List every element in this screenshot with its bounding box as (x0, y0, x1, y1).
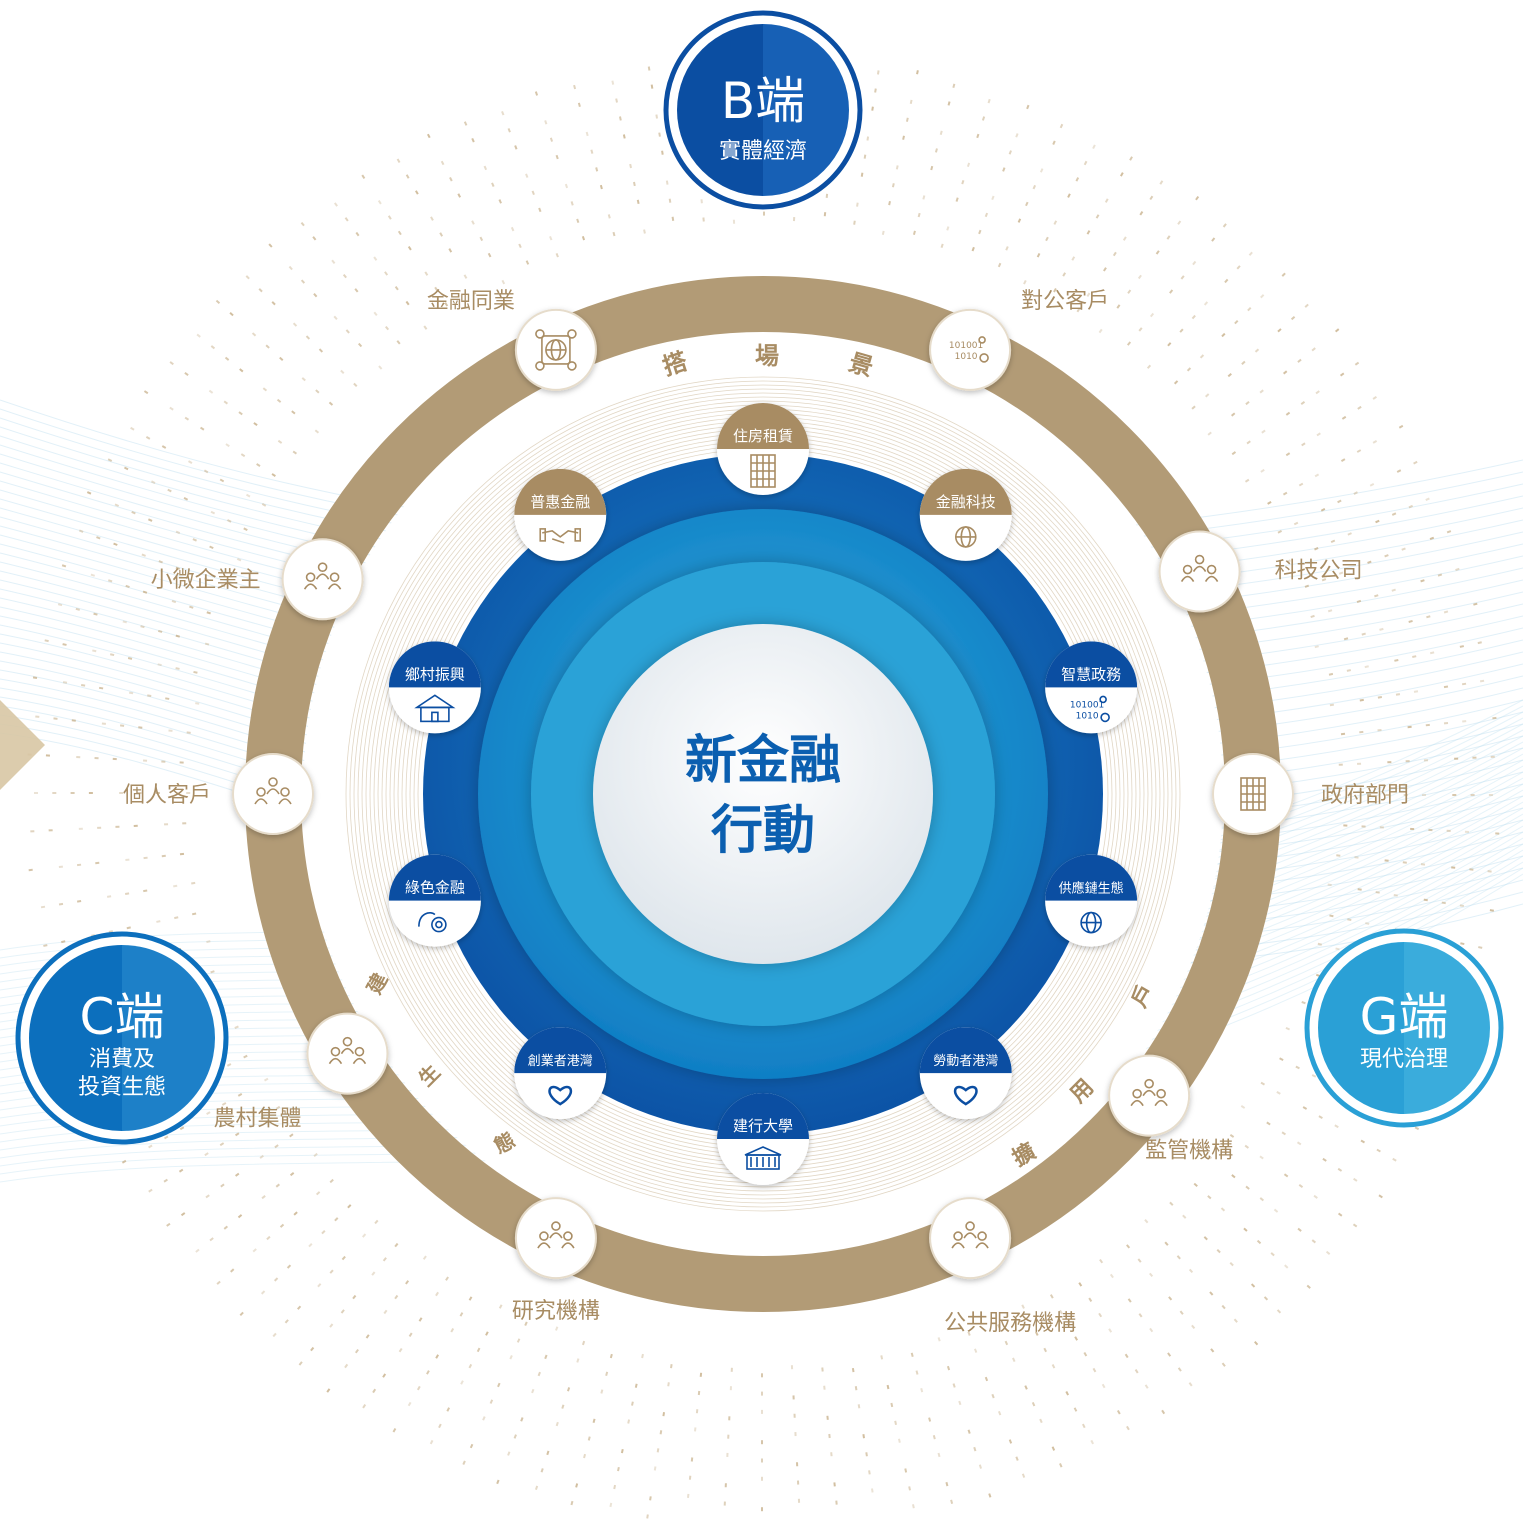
research-meeting-icon (537, 1221, 575, 1249)
inner-node[interactable]: 金融科技 (919, 468, 1012, 561)
heart-hands-icon (548, 1085, 573, 1106)
outer-node-label: 小微企業主 (151, 568, 261, 593)
b-end-title: B端 (721, 72, 805, 130)
outer-node[interactable]: 金融同業 (427, 289, 597, 391)
outer-node-circle (514, 1197, 597, 1280)
outer-node-circle (1158, 530, 1241, 613)
outer-node-circle (929, 308, 1012, 391)
center-disk (593, 624, 933, 964)
tech-presentation-icon (1180, 554, 1219, 582)
inner-node-label: 鄉村振興 (405, 665, 465, 683)
outer-node-circle (929, 1197, 1012, 1280)
outer-node-label: 農村集體 (213, 1107, 301, 1132)
svg-text:1010: 1010 (1076, 711, 1099, 721)
outer-node[interactable]: 政府部門 (1212, 753, 1409, 835)
globe-icon (954, 526, 977, 548)
inner-node[interactable]: 創業者港灣 (514, 1027, 607, 1120)
outer-node-label: 對公客戶 (1021, 289, 1109, 314)
outer-node[interactable]: 小微企業主 (151, 538, 364, 621)
inner-node[interactable]: 鄉村振興 (388, 641, 481, 734)
svg-text:101001: 101001 (1070, 700, 1104, 710)
service-people-icon (951, 1221, 989, 1249)
outer-node[interactable]: 研究機構 (512, 1197, 600, 1324)
inner-node-label: 住房租賃 (733, 427, 793, 445)
outer-node[interactable]: 科技公司 (1158, 530, 1363, 613)
outer-node-label: 個人客戶 (123, 783, 211, 808)
eco-gear-icon (418, 912, 447, 933)
outer-node-label: 金融同業 (427, 289, 515, 314)
b-end-badge[interactable]: B端 實體經濟 (663, 10, 863, 210)
inner-node[interactable]: 綠色金融 (388, 854, 481, 947)
apartment-icon (750, 454, 776, 488)
center-title-line2: 行動 (711, 801, 815, 861)
building-icon (1240, 777, 1266, 811)
b-end-subtitle: 實體經濟 (719, 139, 807, 164)
inner-node-label: 建行大學 (733, 1117, 793, 1135)
inner-node-label: 綠色金融 (405, 879, 465, 897)
inner-node-label: 供應鏈生態 (1059, 881, 1124, 897)
people-network-icon (1130, 1078, 1168, 1107)
g-end-subtitle: 現代治理 (1360, 1047, 1448, 1072)
outer-node-group: 金融同業1010011010對公客戶科技公司政府部門監管機構公共服務機構研究機構… (123, 289, 1409, 1336)
small-business-icon (303, 562, 342, 590)
globe-network-icon (535, 329, 577, 371)
inner-node[interactable]: 普惠金融 (514, 468, 607, 561)
village-house-icon (414, 694, 456, 723)
outer-node-circle (232, 753, 314, 835)
left-arrow-decoration (0, 700, 45, 790)
inner-node[interactable]: 供應鏈生態 (1045, 854, 1138, 947)
c-end-subtitle-line2: 投資生態 (78, 1075, 166, 1100)
outer-node[interactable]: 監管機構 (1108, 1054, 1233, 1164)
inner-node[interactable]: 住房租賃 (717, 403, 809, 495)
outer-node-circle (281, 538, 364, 621)
outer-node-label: 監管機構 (1145, 1139, 1233, 1164)
inner-node-label: 創業者港灣 (528, 1053, 593, 1069)
center-title-line1: 新金融 (685, 731, 841, 791)
inner-node[interactable]: 勞動者港灣 (919, 1027, 1012, 1120)
g-end-badge[interactable]: G端 現代治理 (1304, 928, 1504, 1128)
c-end-subtitle-line1: 消費及 (89, 1047, 155, 1072)
outer-node-circle (1108, 1054, 1191, 1137)
g-end-title: G端 (1360, 988, 1449, 1046)
svg-text:1010: 1010 (955, 352, 978, 362)
inner-node[interactable]: 建行大學 (717, 1093, 809, 1185)
c-end-title: C端 (80, 988, 165, 1046)
university-icon (744, 1146, 782, 1170)
outer-node-label: 政府部門 (1321, 783, 1409, 808)
inner-node-label: 金融科技 (936, 493, 996, 511)
handshake-icon (539, 528, 582, 544)
community-icon (328, 1036, 367, 1065)
outer-node[interactable]: 農村集體 (213, 1012, 389, 1132)
outer-node[interactable]: 個人客戶 (123, 753, 314, 835)
outer-node-circle (306, 1012, 389, 1095)
outer-node[interactable]: 公共服務機構 (929, 1197, 1076, 1336)
svg-text:101001: 101001 (949, 341, 983, 351)
globe-icon (1080, 911, 1102, 934)
outer-node-label: 科技公司 (1275, 559, 1363, 584)
heart-hands-icon (953, 1085, 978, 1106)
inner-node-label: 普惠金融 (530, 493, 590, 511)
inner-node-label: 智慧政務 (1061, 665, 1121, 683)
c-end-badge[interactable]: C端 消費及 投資生態 (15, 931, 229, 1145)
person-chat-icon (254, 777, 292, 805)
outer-node-label: 研究機構 (512, 1299, 600, 1324)
phrase-top-char: 場 (755, 342, 779, 370)
inner-node-label: 勞動者港灣 (933, 1054, 998, 1069)
outer-node-label: 公共服務機構 (944, 1311, 1076, 1336)
